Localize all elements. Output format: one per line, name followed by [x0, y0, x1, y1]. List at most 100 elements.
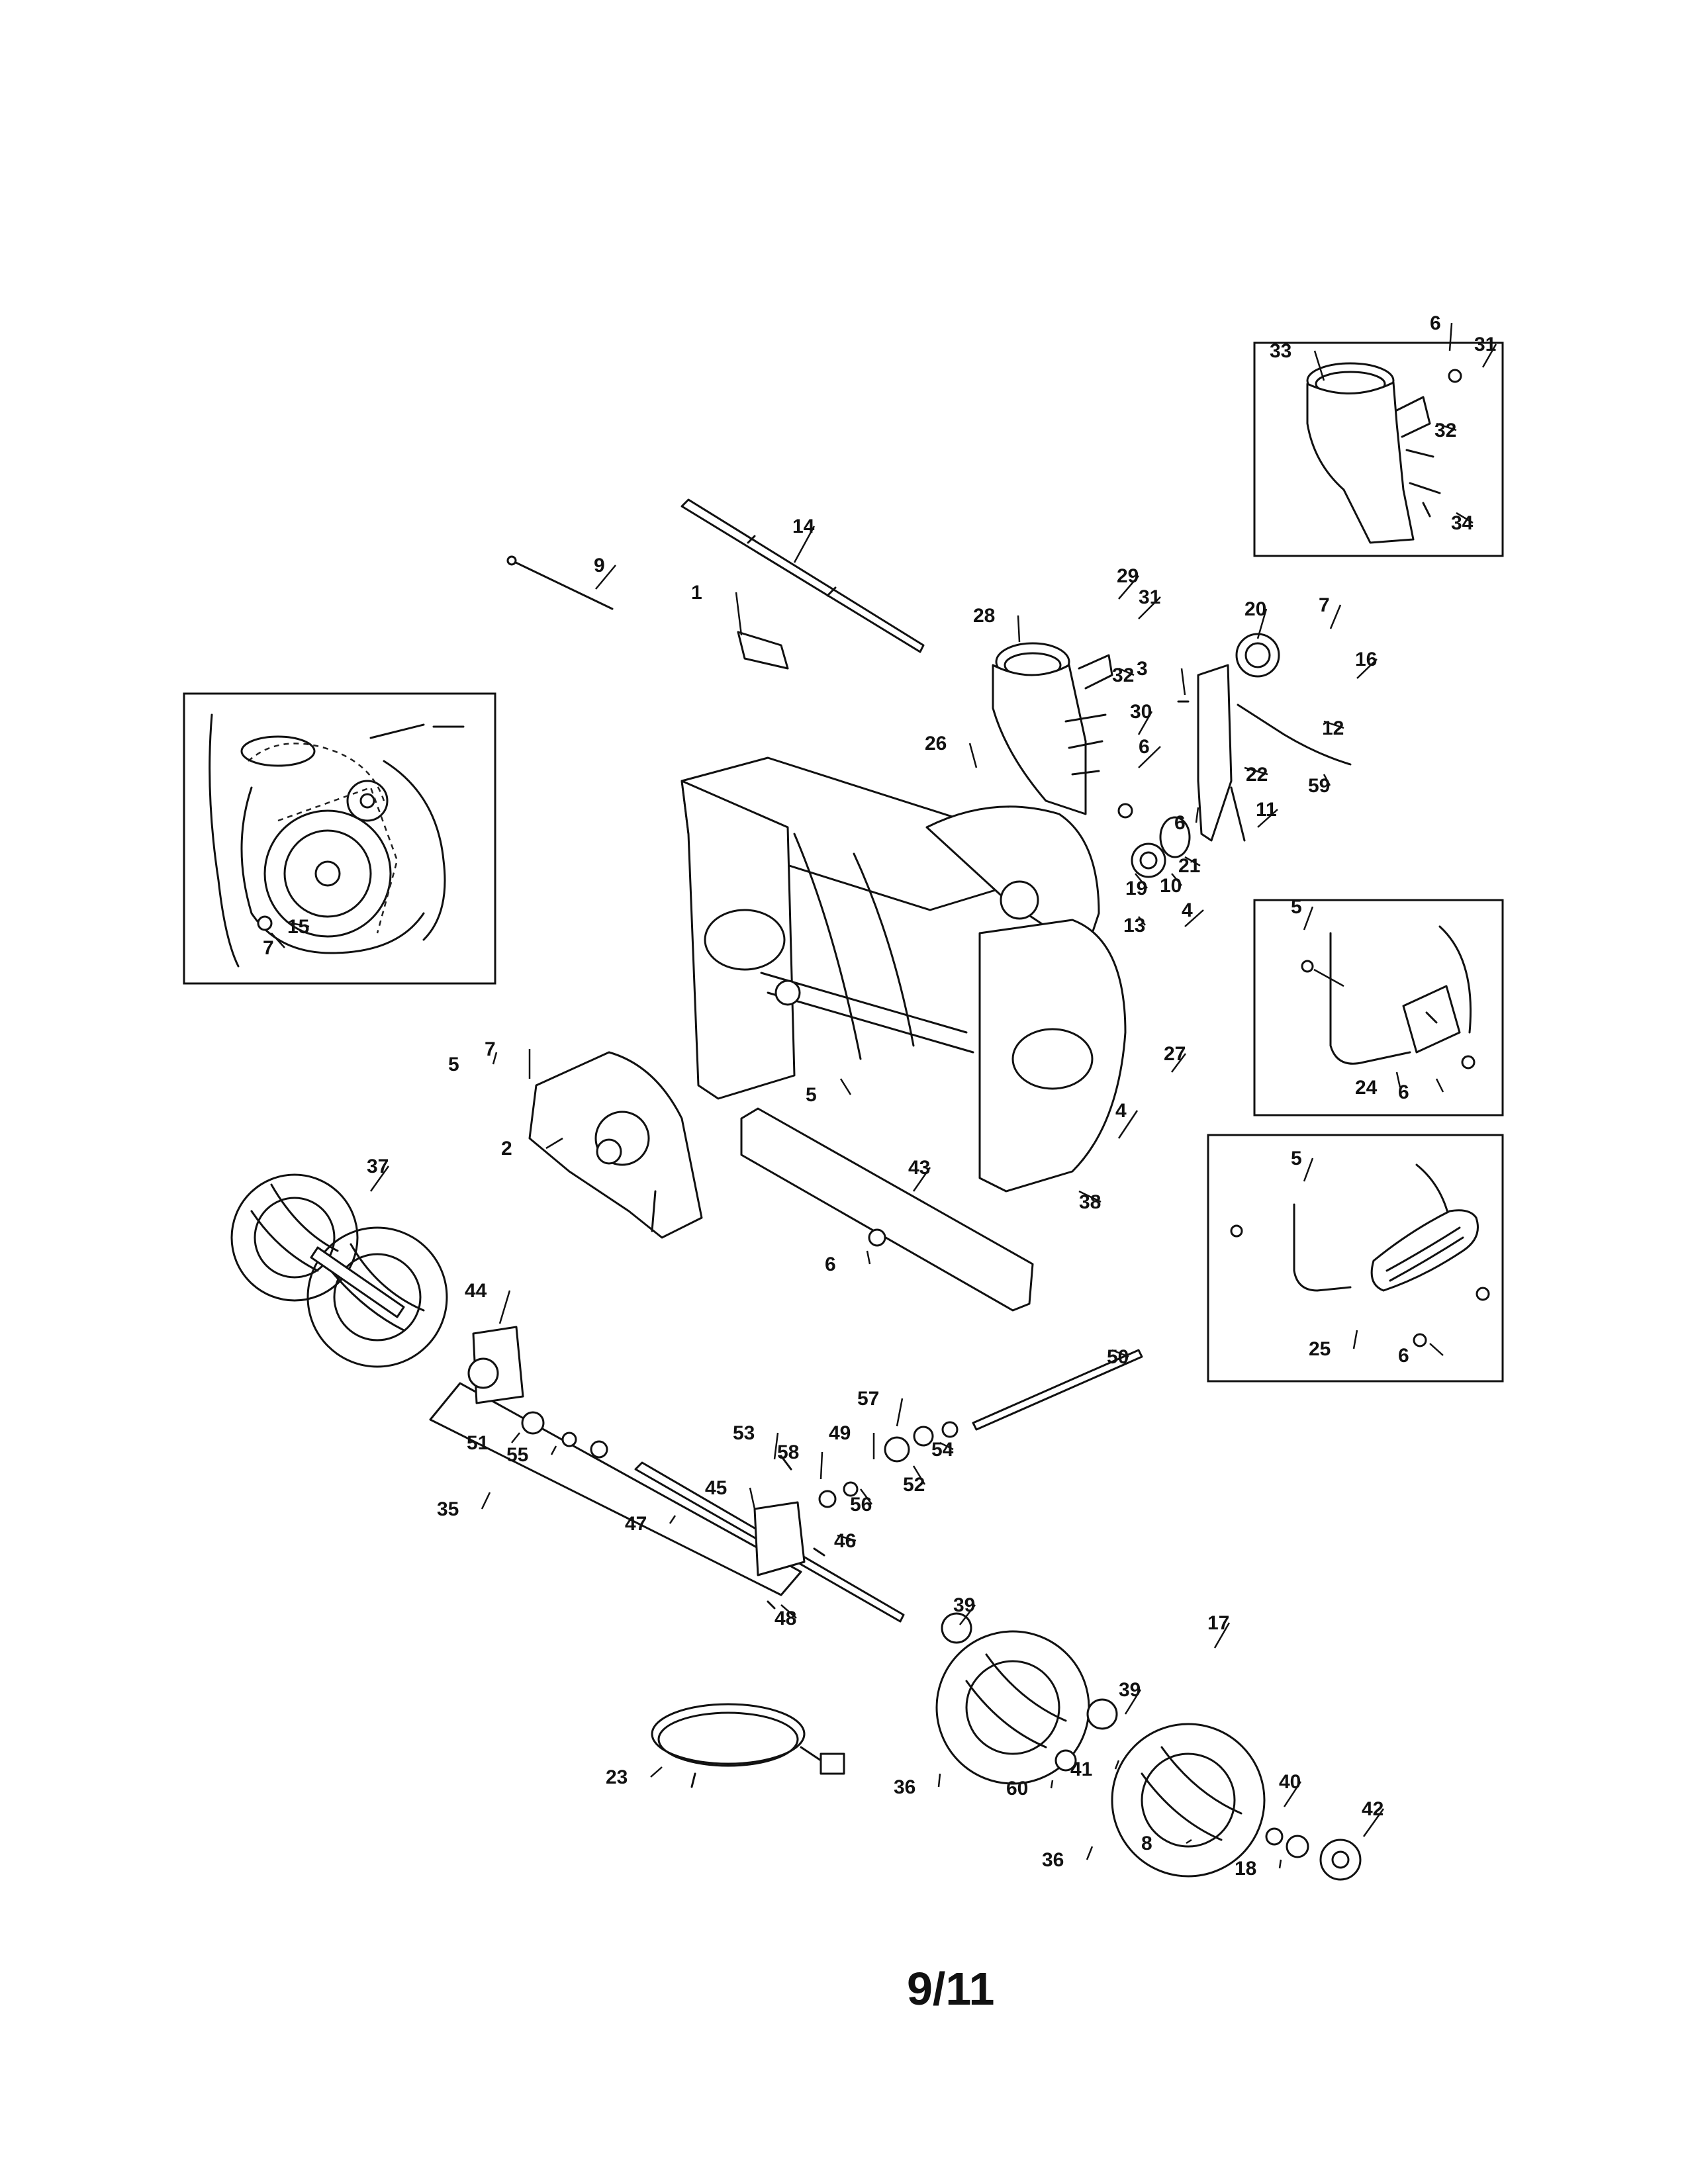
callout-leader-6: [1429, 1343, 1444, 1356]
auger-gearbox-group: [429, 1326, 1143, 1623]
callout-6: 6: [1139, 736, 1150, 758]
callout-leader-5: [839, 1078, 852, 1095]
callout-1: 1: [691, 582, 702, 604]
callout-19: 19: [1125, 878, 1147, 899]
callout-58: 58: [777, 1441, 799, 1463]
callout-leader-32: [1436, 422, 1457, 432]
pulley-bracket: [1117, 633, 1352, 878]
callout-leader-11: [1257, 809, 1278, 828]
callout-50: 50: [1107, 1346, 1129, 1368]
callout-leader-31: [1481, 343, 1497, 368]
callout-52: 52: [903, 1474, 925, 1496]
callout-6: 6: [1398, 1345, 1409, 1367]
callout-39: 39: [953, 1594, 975, 1616]
callout-leader-19: [1135, 873, 1148, 889]
auger-right: [935, 1612, 1362, 1881]
callout-leader-59: [1323, 774, 1331, 786]
callout-leader-17: [1213, 1622, 1231, 1649]
auger-left: [230, 1173, 448, 1368]
callout-5: 5: [806, 1084, 817, 1106]
shave-plate: [740, 1107, 1034, 1312]
callout-26: 26: [925, 733, 947, 754]
callout-13: 13: [1123, 915, 1145, 936]
callout-45: 45: [705, 1477, 727, 1499]
callout-46: 46: [834, 1530, 856, 1552]
callout-48: 48: [774, 1608, 796, 1629]
callout-40: 40: [1279, 1771, 1301, 1793]
callout-leader-6: [1448, 322, 1453, 351]
callout-6: 6: [1398, 1081, 1409, 1103]
callout-42: 42: [1362, 1798, 1383, 1820]
callout-leader-3: [1180, 668, 1186, 696]
callout-2: 2: [501, 1138, 512, 1160]
callout-34: 34: [1451, 512, 1474, 534]
callout-leader-24: [1395, 1071, 1401, 1088]
callout-leader-26: [968, 743, 978, 768]
callout-17: 17: [1207, 1612, 1229, 1634]
callout-leader-7: [271, 933, 285, 948]
callout-49: 49: [829, 1422, 851, 1444]
callout-leader-42: [1362, 1808, 1385, 1837]
callout-leader-36: [937, 1773, 941, 1788]
discharge-chute: [992, 642, 1113, 815]
callout-leader-39: [959, 1604, 976, 1625]
callout-16: 16: [1355, 649, 1377, 670]
callout-29: 29: [1117, 565, 1139, 587]
callout-leader-57: [896, 1398, 904, 1427]
callout-44: 44: [465, 1280, 487, 1302]
callout-41: 41: [1070, 1758, 1092, 1780]
callout-leader-33: [1313, 350, 1325, 381]
callout-36: 36: [894, 1776, 915, 1798]
callout-32: 32: [1434, 420, 1456, 441]
callout-21: 21: [1178, 855, 1200, 877]
callout-leader-4: [1184, 909, 1204, 927]
page-number: 9/11: [907, 1963, 995, 2015]
callout-8: 8: [1141, 1833, 1152, 1854]
callout-leader-16: [1356, 659, 1378, 679]
auger-housing: [680, 756, 1127, 1193]
callout-6: 6: [1174, 812, 1186, 834]
callout-36: 36: [1042, 1849, 1064, 1871]
inset-oval-skid: [1207, 1134, 1504, 1383]
callout-leader-20: [1256, 608, 1268, 639]
callout-leader-35: [481, 1492, 491, 1510]
callout-12: 12: [1322, 717, 1344, 739]
callout-43: 43: [908, 1157, 930, 1179]
callout-leader-58: [820, 1451, 823, 1480]
inset-shave-plate-skid: [1253, 899, 1504, 1116]
power-cord: [651, 1703, 845, 1788]
callout-22: 22: [1246, 764, 1268, 786]
callout-4: 4: [1115, 1100, 1127, 1122]
callout-leader-34: [1456, 512, 1474, 524]
callout-leader-32: [1118, 667, 1135, 676]
callout-leader-37: [369, 1165, 390, 1192]
callout-14: 14: [792, 516, 815, 537]
callout-leader-36: [1086, 1846, 1094, 1860]
callout-leader-45: [749, 1487, 756, 1510]
callout-leader-15: [291, 922, 310, 928]
callout-6: 6: [825, 1253, 836, 1275]
callout-leader-5: [1303, 1158, 1314, 1182]
callout-leader-14: [793, 525, 816, 563]
callout-9: 9: [594, 555, 605, 576]
callout-33: 33: [1270, 340, 1291, 362]
callout-35: 35: [437, 1498, 459, 1520]
callout-47: 47: [625, 1513, 647, 1535]
callout-leader-8: [1186, 1839, 1192, 1844]
inset-chute-alternate: [1253, 341, 1504, 557]
callout-11: 11: [1256, 799, 1277, 821]
callout-60: 60: [1006, 1778, 1028, 1799]
callout-leader-41: [1114, 1760, 1120, 1770]
callout-3: 3: [1137, 658, 1148, 680]
callout-leader-50: [1111, 1349, 1129, 1358]
callout-57: 57: [857, 1388, 879, 1410]
callout-51: 51: [467, 1432, 489, 1454]
callout-15: 15: [287, 916, 309, 938]
callout-leader-52: [912, 1465, 926, 1485]
callout-53: 53: [733, 1422, 755, 1444]
callout-leader-29: [1118, 575, 1139, 600]
callout-leader-27: [1171, 1053, 1186, 1073]
callout-38: 38: [1079, 1191, 1101, 1213]
